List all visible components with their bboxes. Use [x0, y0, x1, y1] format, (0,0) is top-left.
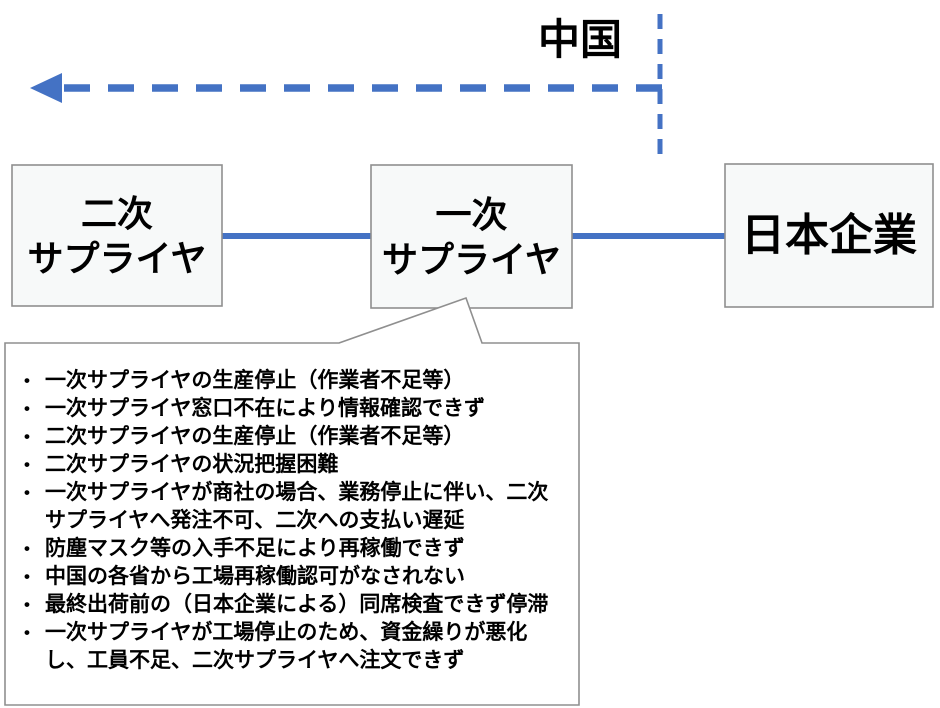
callout-issue: 防塵マスク等の入手不足により再稼働できず — [21, 535, 565, 563]
callout-issue: 一次サプライヤの生産停止（作業者不足等） — [21, 367, 565, 395]
callout-issue: 最終出荷前の（日本企業による）同席検査できず停滞 — [21, 591, 565, 619]
callout-issue: 中国の各省から工場再稼働認可がなされない — [21, 563, 565, 591]
callout-issue: 一次サプライヤ窓口不在により情報確認できず — [21, 395, 565, 423]
secondary-supplier-box — [11, 164, 223, 307]
secondary-supplier-label: 二次 サプライヤ — [27, 192, 207, 279]
callout-issue: 一次サプライヤが工場停止のため、資金繰りが悪化し、工員不足、二次サプライヤへ注文… — [21, 619, 565, 675]
primary-supplier-label: 一次 サプライヤ — [382, 193, 561, 280]
callout-issue: 二次サプライヤの生産停止（作業者不足等） — [21, 423, 565, 451]
supply-flow-arrowhead-icon — [30, 73, 62, 103]
primary-supplier-box — [370, 164, 573, 309]
callout-issue: 一次サプライヤが商社の場合、業務停止に伴い、二次サプライヤへ発注不可、二次への支… — [21, 479, 565, 535]
china-region-label: 中国 — [537, 15, 622, 63]
callout-issues-list: 一次サプライヤの生産停止（作業者不足等） 一次サプライヤ窓口不在により情報確認で… — [5, 343, 579, 675]
callout-issue: 二次サプライヤの状況把握困難 — [21, 451, 565, 479]
japanese-company-box — [724, 163, 934, 308]
japanese-company-label: 日本企業 — [741, 211, 917, 260]
